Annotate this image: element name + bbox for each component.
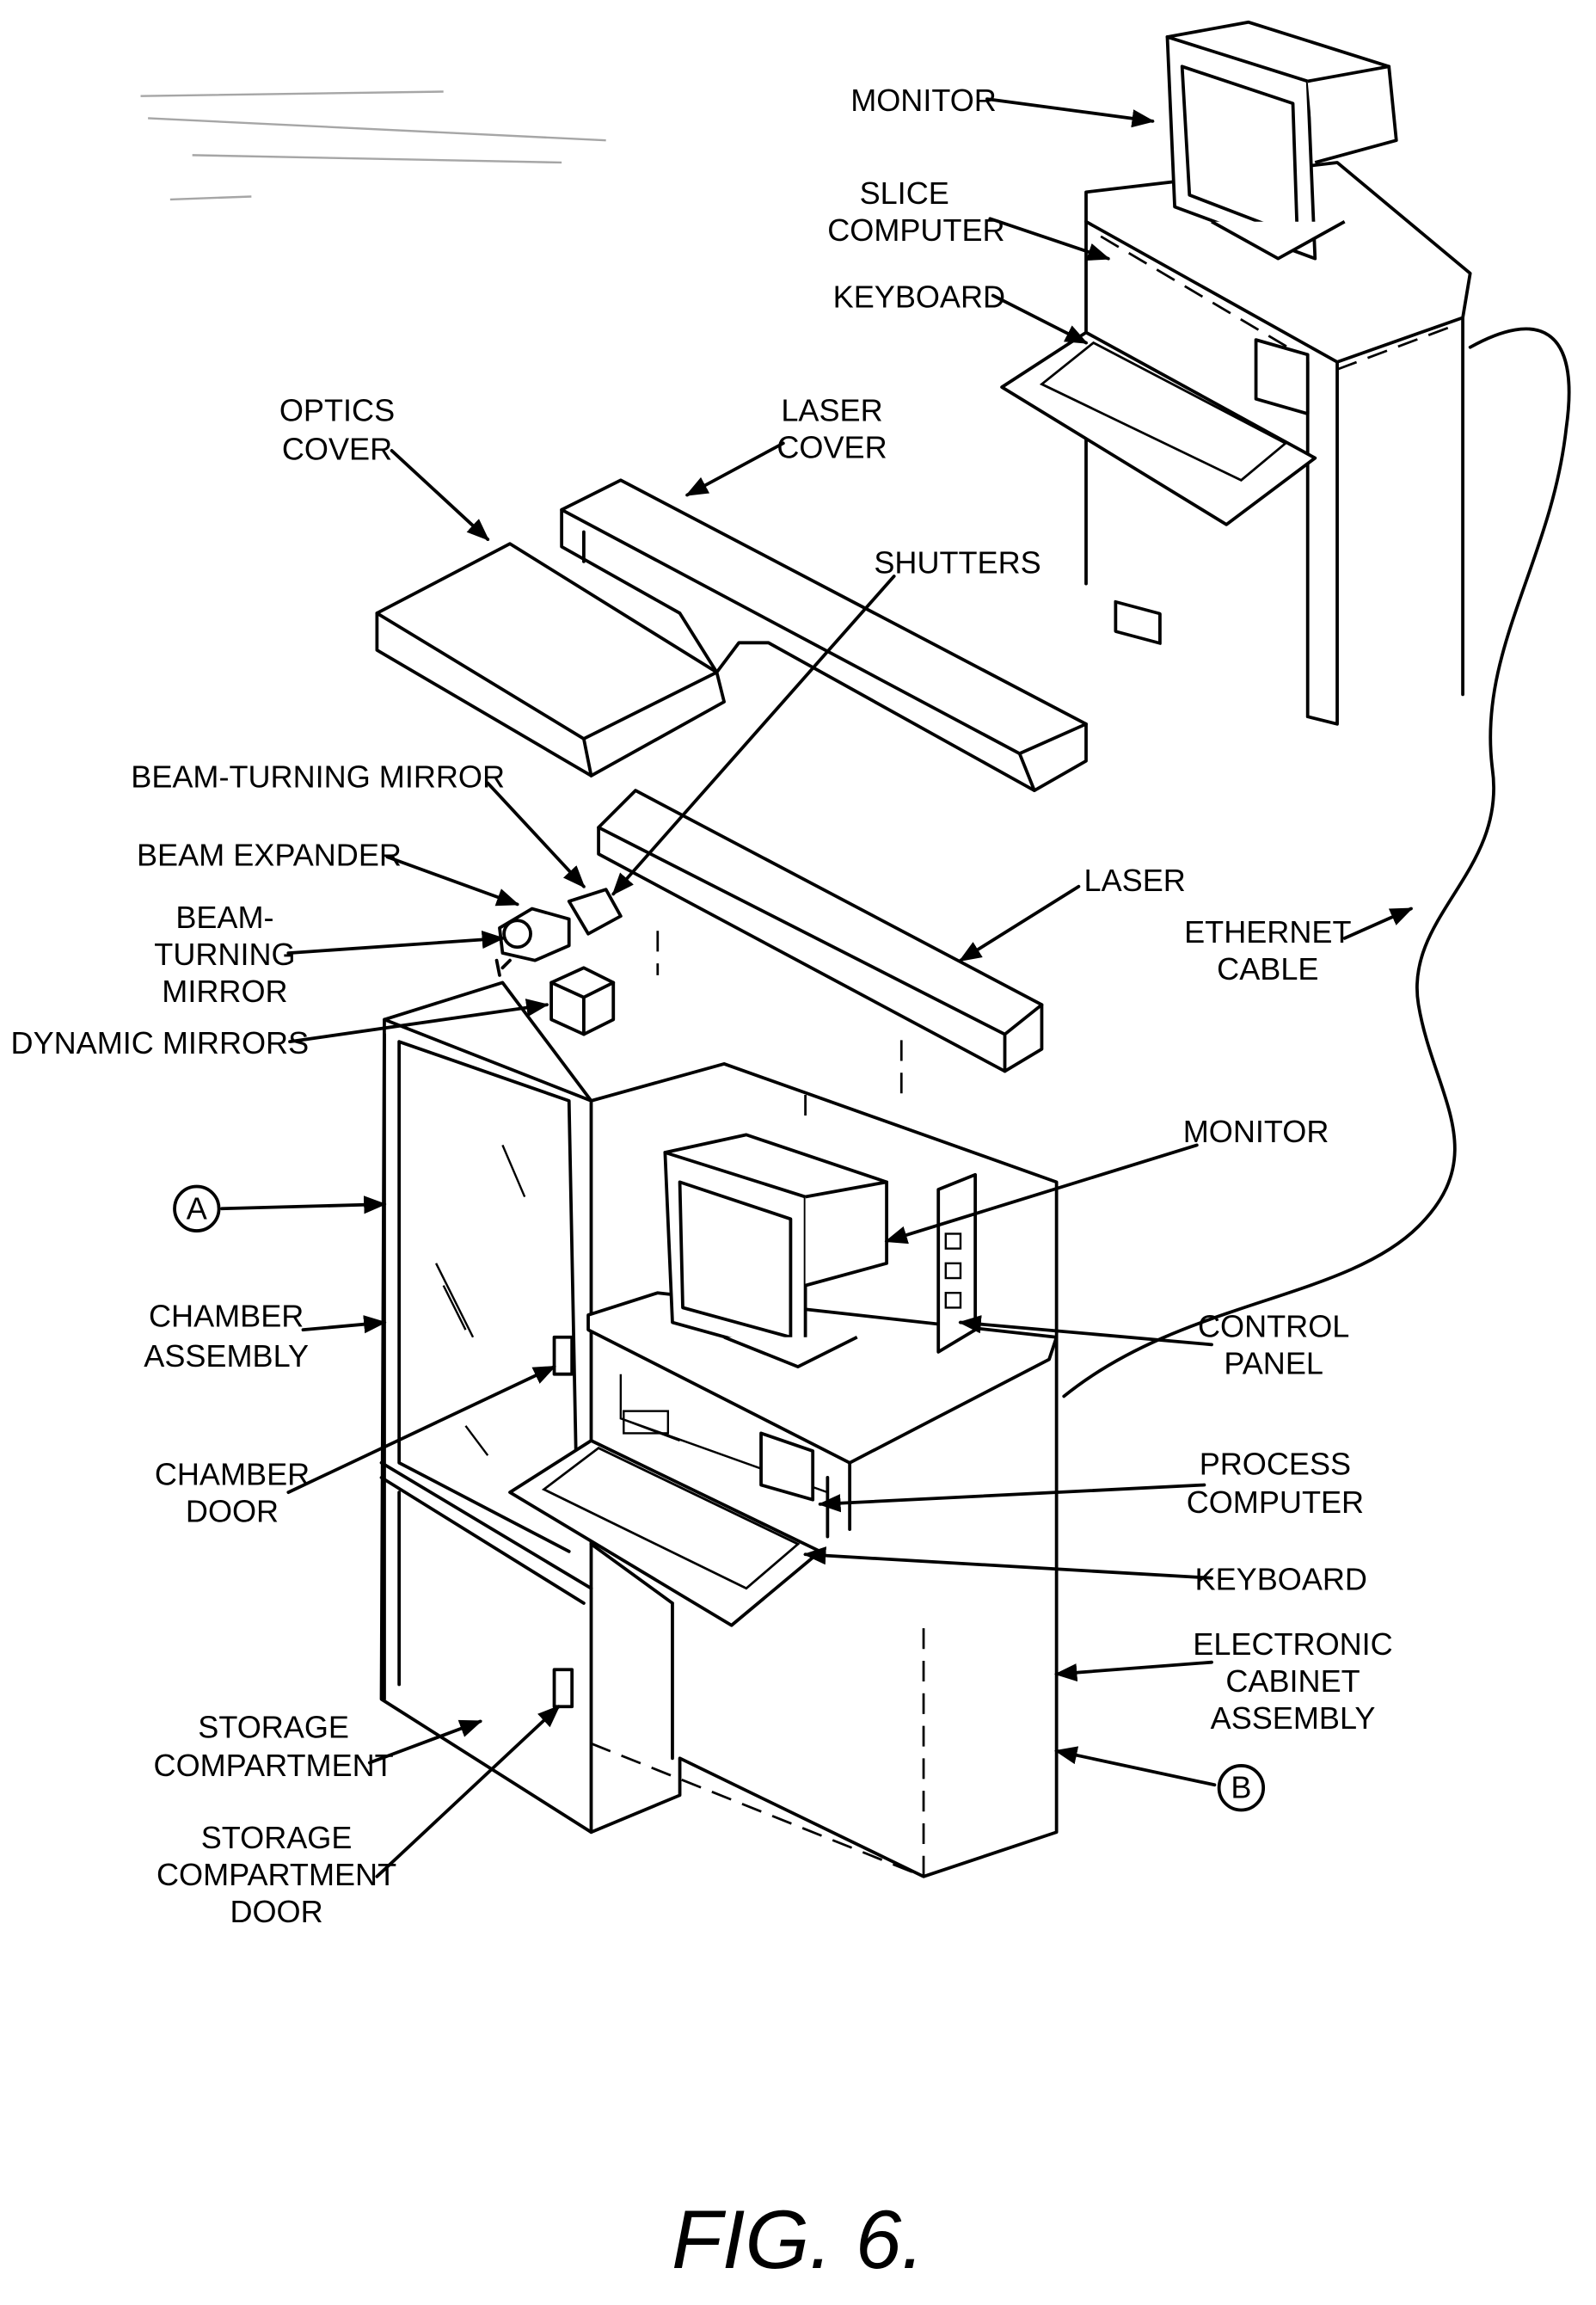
label-chamber-assembly: ASSEMBLY [144,1338,309,1374]
label-ref-b: B [1231,1770,1251,1805]
labels: MONITOR SLICE COMPUTER KEYBOARD OPTICS C… [11,83,1393,1929]
optics-components [497,889,621,1034]
label-ethernet-cable: ETHERNET [1184,914,1351,950]
label-storage-compartment: STORAGE [198,1709,349,1744]
label-beam-expander: BEAM EXPANDER [137,838,402,873]
slice-computer-workstation [1002,22,1569,1397]
label-beam-turning-mirror-2: MIRROR [162,974,287,1009]
label-monitor-bottom: MONITOR [1183,1114,1329,1149]
label-beam-turning-mirror-2: TURNING [154,937,295,972]
label-laser-cover: COVER [777,430,887,465]
label-keyboard-top: KEYBOARD [833,279,1005,314]
label-ref-a: A [187,1190,207,1226]
main-cabinet [382,982,1057,1876]
label-keyboard-bottom: KEYBOARD [1195,1562,1367,1597]
label-shutters: SHUTTERS [874,545,1040,581]
scan-smudge [141,92,606,200]
label-laser: LASER [1084,863,1186,898]
label-storage-compartment-door: COMPARTMENT [157,1857,396,1892]
label-beam-turning-mirror: BEAM-TURNING MIRROR [131,759,505,795]
label-laser-cover: LASER [781,393,882,428]
label-electronic-cabinet-assembly: ELECTRONIC [1193,1626,1392,1662]
label-control-panel: PANEL [1224,1346,1323,1381]
label-slice-computer: SLICE [860,175,949,211]
label-electronic-cabinet-assembly: ASSEMBLY [1211,1700,1376,1736]
label-storage-compartment-door: DOOR [230,1894,322,1929]
figure-caption: FIG. 6. [672,2194,924,2286]
label-dynamic-mirrors: DYNAMIC MIRRORS [11,1025,310,1060]
label-monitor-top: MONITOR [850,83,997,118]
label-optics-cover: COVER [282,431,392,466]
laser [598,790,1041,1071]
label-process-computer: COMPUTER [1187,1484,1364,1520]
label-chamber-assembly: CHAMBER [149,1299,304,1334]
label-chamber-door: CHAMBER [155,1457,310,1492]
label-beam-turning-mirror-2: BEAM- [175,900,273,935]
label-process-computer: PROCESS [1200,1447,1351,1482]
label-optics-cover: OPTICS [279,393,395,428]
label-control-panel: CONTROL [1198,1309,1349,1344]
label-storage-compartment-door: STORAGE [201,1820,353,1855]
label-slice-computer: COMPUTER [827,212,1004,248]
label-electronic-cabinet-assembly: CABINET [1225,1663,1360,1699]
label-storage-compartment: COMPARTMENT [154,1748,394,1783]
label-chamber-door: DOOR [186,1493,279,1528]
label-ethernet-cable: CABLE [1217,951,1318,987]
